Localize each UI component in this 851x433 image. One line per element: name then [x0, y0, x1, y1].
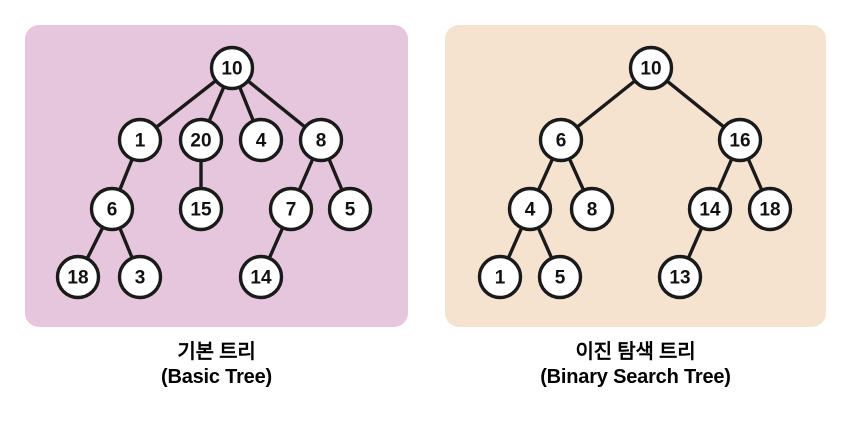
caption-binary-search-tree-english: (Binary Search Tree)	[540, 366, 731, 388]
caption-binary-search-tree-korean: 이진 탐색 트리	[575, 341, 696, 363]
caption-basic-tree-english: (Basic Tree)	[161, 366, 272, 388]
panel-basic-tree	[25, 25, 408, 327]
caption-basic-tree: 기본 트리 (Basic Tree)	[25, 340, 408, 390]
panel-binary-search-tree	[445, 25, 826, 327]
caption-binary-search-tree: 이진 탐색 트리 (Binary Search Tree)	[445, 340, 826, 390]
caption-basic-tree-korean: 기본 트리	[177, 341, 256, 363]
